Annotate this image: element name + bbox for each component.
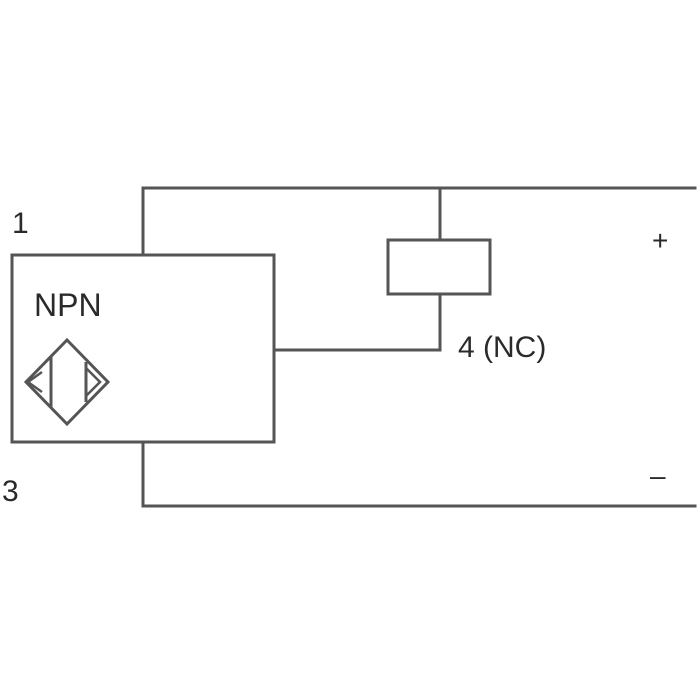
sensor-type-label: NPN	[34, 287, 102, 323]
positive-supply-wire	[141, 186, 697, 257]
pin-4-label: 4 (NC)	[458, 331, 546, 364]
output-wire	[272, 292, 442, 352]
pin-3-label: 3	[2, 475, 19, 508]
negative-terminal-label: –	[650, 460, 666, 491]
inductive-proximity-sensor-icon	[23, 337, 111, 427]
positive-terminal-label: +	[652, 225, 668, 256]
pin-1-label: 1	[12, 207, 29, 240]
load-box	[386, 238, 492, 296]
negative-supply-wire	[141, 440, 697, 508]
sensor-body	[10, 253, 276, 444]
